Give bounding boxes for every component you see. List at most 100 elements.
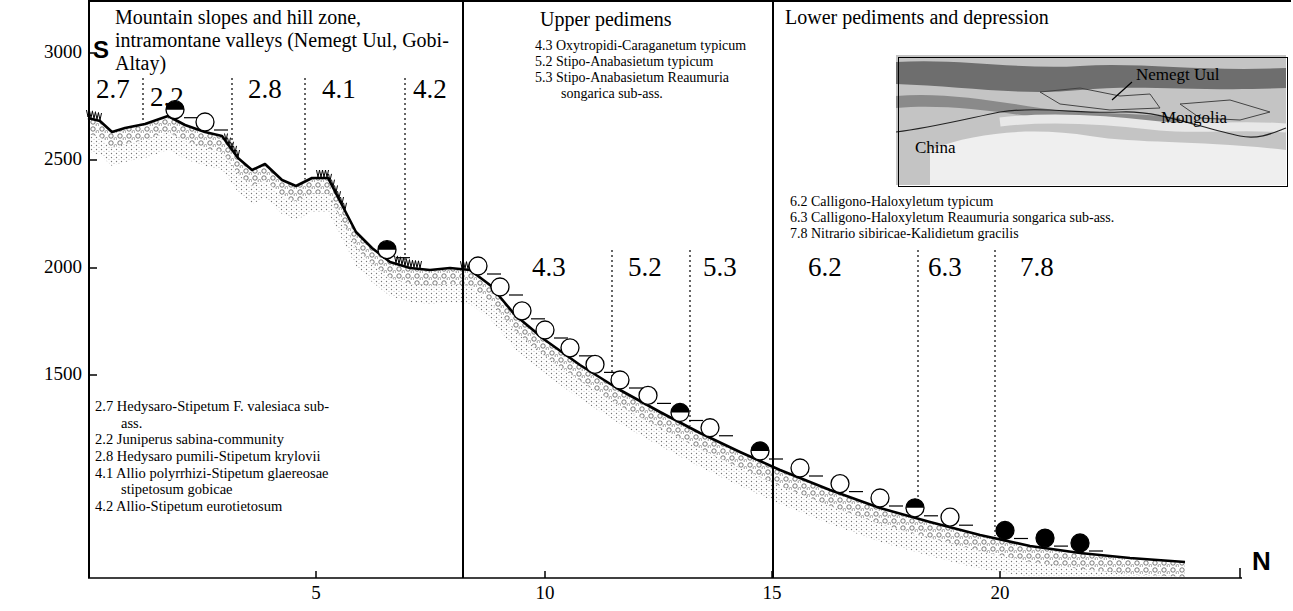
marker-dash bbox=[214, 129, 228, 130]
plot-marker bbox=[561, 339, 579, 357]
marker-dash bbox=[1054, 545, 1068, 546]
zone-number: 4.2 bbox=[413, 76, 447, 103]
marker-dash bbox=[184, 117, 198, 118]
subzone-divider bbox=[611, 250, 612, 383]
plot-marker bbox=[671, 404, 689, 422]
plot-marker bbox=[378, 241, 396, 259]
plot-marker bbox=[941, 508, 959, 526]
association-name: 4.1 Allio polyrrhizi-Stipetum glaereosae… bbox=[95, 465, 350, 498]
marker-dash bbox=[849, 491, 863, 492]
legend-list: 2.7 Hedysaro-Stipetum F. valesiaca sub-a… bbox=[95, 398, 350, 515]
association-name: 6.3 Calligono-Haloxyletum Reaumuria song… bbox=[790, 210, 1135, 226]
vegetation-tuft bbox=[320, 170, 323, 177]
zone-number: 5.3 bbox=[703, 254, 737, 281]
plot-marker bbox=[831, 475, 849, 493]
association-name: 2.8 Hedysaro pumili-Stipetum krylovii bbox=[95, 448, 350, 465]
marker-dash bbox=[509, 294, 523, 295]
plot-marker bbox=[513, 302, 531, 320]
axis-label: 20 bbox=[991, 583, 1010, 602]
plot-marker bbox=[871, 489, 889, 507]
plot-marker bbox=[791, 459, 809, 477]
marker-dash bbox=[689, 420, 703, 421]
vegetation-tuft bbox=[96, 112, 99, 119]
zone-number: 6.3 bbox=[928, 254, 962, 281]
legend-list: 6.2 Calligono-Haloxyletum typicum6.3 Cal… bbox=[790, 194, 1135, 242]
zone-heading: Upper pedimens bbox=[540, 8, 760, 31]
zone-number: 4.3 bbox=[532, 254, 566, 281]
axis-label: S bbox=[93, 38, 109, 62]
association-name: 4.3 Oxytropidi-Caraganetum typicum bbox=[535, 38, 767, 54]
map-label: China bbox=[915, 138, 1015, 158]
subzone-divider bbox=[304, 78, 305, 180]
subzone-divider bbox=[404, 78, 405, 265]
zone-heading: Lower pediments and depression bbox=[785, 6, 1055, 29]
marker-dash bbox=[487, 273, 501, 274]
plot-marker-half bbox=[671, 404, 689, 413]
axis-label: 2500 bbox=[44, 149, 82, 168]
marker-dash bbox=[889, 505, 903, 506]
association-name: 7.8 Nitrario sibiricae-Kalidietum gracil… bbox=[790, 226, 1135, 242]
zone-number: 2.2 bbox=[150, 84, 184, 111]
axis-label: N bbox=[1252, 548, 1271, 574]
plot-marker bbox=[1071, 534, 1089, 552]
vegetation-tuft bbox=[317, 170, 320, 177]
plot-marker bbox=[586, 355, 604, 373]
axis-label: 1500 bbox=[44, 364, 82, 383]
marker-dash bbox=[629, 387, 643, 388]
marker-dash bbox=[396, 257, 410, 258]
axis-label: 3000 bbox=[44, 42, 82, 61]
vegetation-tuft bbox=[416, 261, 419, 268]
plot-marker bbox=[1036, 529, 1054, 547]
marker-dash bbox=[959, 525, 973, 526]
association-name: 5.2 Stipo-Anabasietum typicum bbox=[535, 54, 767, 70]
map-label: Mongolia bbox=[1161, 108, 1281, 128]
association-name: 2.7 Hedysaro-Stipetum F. valesiaca sub-a… bbox=[95, 398, 350, 431]
legend-list: 4.3 Oxytropidi-Caraganetum typicum5.2 St… bbox=[535, 38, 767, 102]
plot-marker bbox=[996, 522, 1014, 540]
subzone-divider bbox=[689, 250, 690, 426]
vegetation-tuft bbox=[99, 113, 102, 120]
plot-marker bbox=[701, 419, 719, 437]
plot-marker-half bbox=[906, 499, 924, 508]
axis-label: 15 bbox=[763, 583, 782, 602]
zone-number: 6.2 bbox=[808, 254, 842, 281]
marker-dash bbox=[1089, 550, 1103, 551]
axis-label: 10 bbox=[536, 583, 555, 602]
map-inset bbox=[896, 55, 1286, 185]
zone-number: 4.1 bbox=[322, 76, 356, 103]
vegetation-tuft bbox=[410, 260, 413, 267]
vegetation-tuft bbox=[323, 170, 326, 177]
marker-dash bbox=[1014, 538, 1028, 539]
axis-label: 2000 bbox=[44, 257, 82, 276]
association-name: 2.2 Juniperus sabina-community bbox=[95, 431, 350, 448]
map-label: Nemegt Uul bbox=[1136, 65, 1276, 85]
plot-marker-half bbox=[751, 442, 769, 451]
zone-band: Mountain slopes and hill zone, intramont… bbox=[88, 0, 462, 578]
association-name: 6.2 Calligono-Haloxyletum typicum bbox=[790, 194, 1135, 210]
map-inset-box: Nemegt UulMongoliaChina bbox=[898, 57, 1288, 187]
zone-heading: Mountain slopes and hill zone, intramont… bbox=[115, 6, 460, 75]
plot-marker bbox=[751, 442, 769, 460]
zone-band: Lower pediments and depressionNemegt Uul… bbox=[772, 0, 1291, 578]
zone-number: 2.7 bbox=[96, 76, 130, 103]
plot-marker bbox=[491, 278, 509, 296]
marker-dash bbox=[531, 318, 545, 319]
vegetation-tuft bbox=[413, 260, 416, 267]
subzone-divider bbox=[231, 78, 232, 148]
subzone-divider bbox=[142, 78, 143, 122]
marker-dash bbox=[809, 475, 823, 476]
plot-marker bbox=[611, 371, 629, 389]
marker-dash bbox=[657, 403, 671, 404]
subzone-divider bbox=[917, 250, 918, 517]
marker-dash bbox=[924, 515, 938, 516]
vegetation-tuft bbox=[407, 259, 410, 266]
zone-number: 5.2 bbox=[628, 254, 662, 281]
marker-dash bbox=[719, 435, 733, 436]
zone-number: 7.8 bbox=[1020, 254, 1054, 281]
vegetation-tuft bbox=[326, 170, 329, 177]
plot-marker bbox=[536, 321, 554, 339]
plot-marker bbox=[469, 257, 487, 275]
plot-marker-half bbox=[378, 241, 396, 250]
axis-label: 5 bbox=[311, 583, 321, 602]
subzone-divider bbox=[994, 250, 995, 536]
